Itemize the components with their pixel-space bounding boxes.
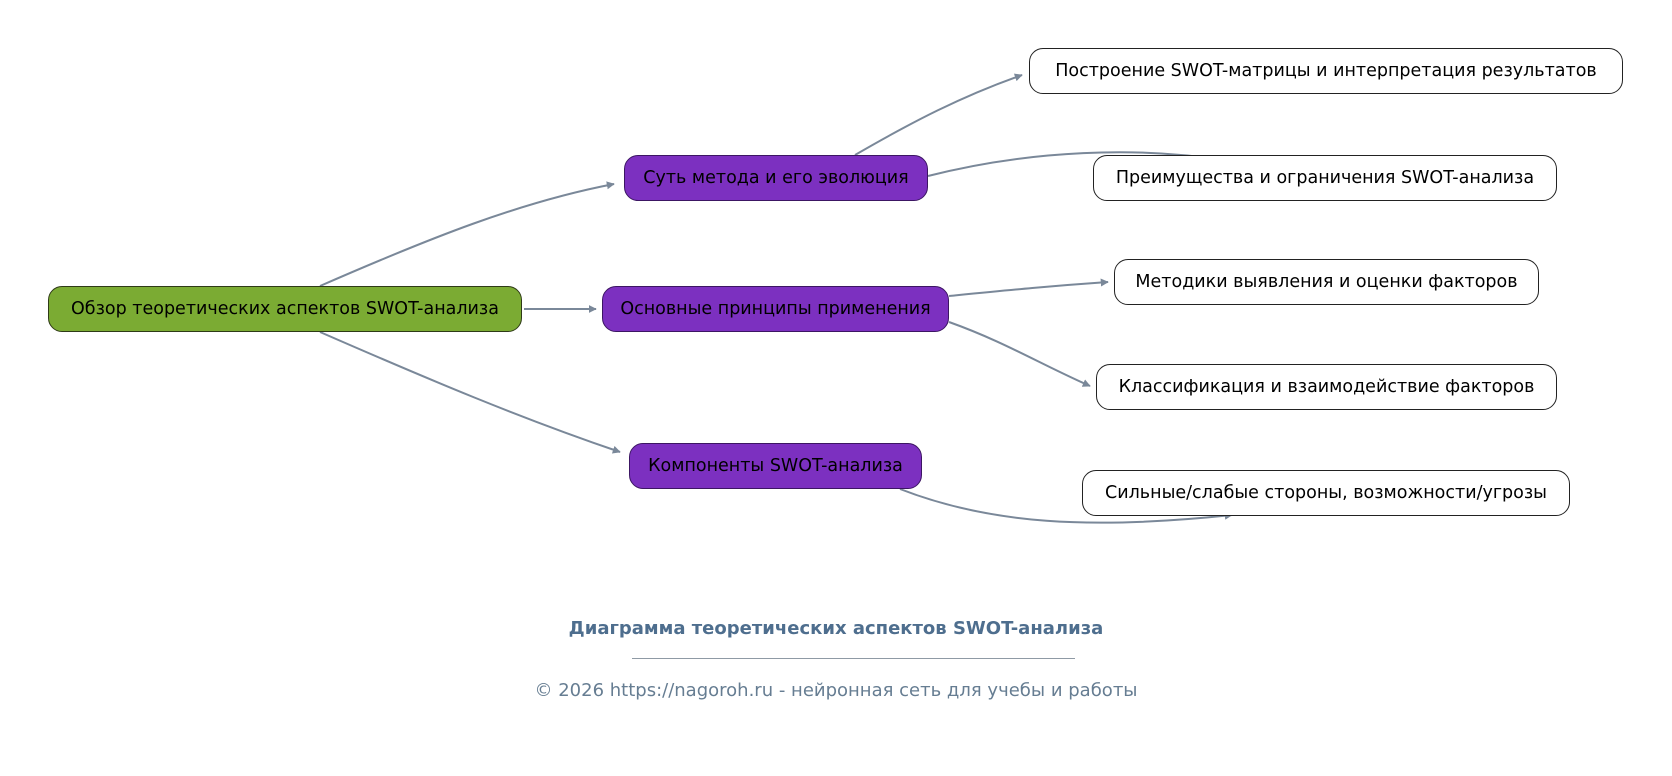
edge-branch2-to-leaf3 <box>948 278 1109 297</box>
edge-root-to-branch-3 <box>319 331 621 454</box>
leaf-node-advantages-limitations: Преимущества и ограничения SWOT-анализа <box>1093 155 1557 201</box>
footer-link[interactable]: https://nagoroh.ru <box>609 680 774 701</box>
footer-divider <box>632 658 1075 659</box>
branch-node-method-essence: Суть метода и его эволюция <box>624 155 928 201</box>
copyright-suffix: - нейронная сеть для учебы и работы <box>773 680 1138 701</box>
edge-branch2-to-leaf4 <box>948 321 1091 387</box>
leaf-node-factor-classification: Классификация и взаимодействие факторов <box>1096 364 1557 410</box>
footer-copyright: © 2026 https://nagoroh.ru - нейронная се… <box>0 680 1672 701</box>
leaf-node-strengths-weaknesses: Сильные/слабые стороны, возможности/угро… <box>1082 470 1570 516</box>
leaf-node-factor-methods: Методики выявления и оценки факторов <box>1114 259 1539 305</box>
diagram-caption: Диаграмма теоретических аспектов SWOT-ан… <box>568 618 1104 639</box>
edge-branch1-to-leaf1 <box>854 73 1023 156</box>
leaf-node-matrix-construction: Построение SWOT-матрицы и интерпретация … <box>1029 48 1623 94</box>
branch-node-main-principles: Основные принципы применения <box>602 286 949 332</box>
copyright-prefix: © 2026 <box>534 680 610 701</box>
edge-root-to-branch-1 <box>319 181 615 287</box>
root-node: Обзор теоретических аспектов SWOT-анализ… <box>48 286 522 332</box>
branch-node-swot-components: Компоненты SWOT-анализа <box>629 443 922 489</box>
